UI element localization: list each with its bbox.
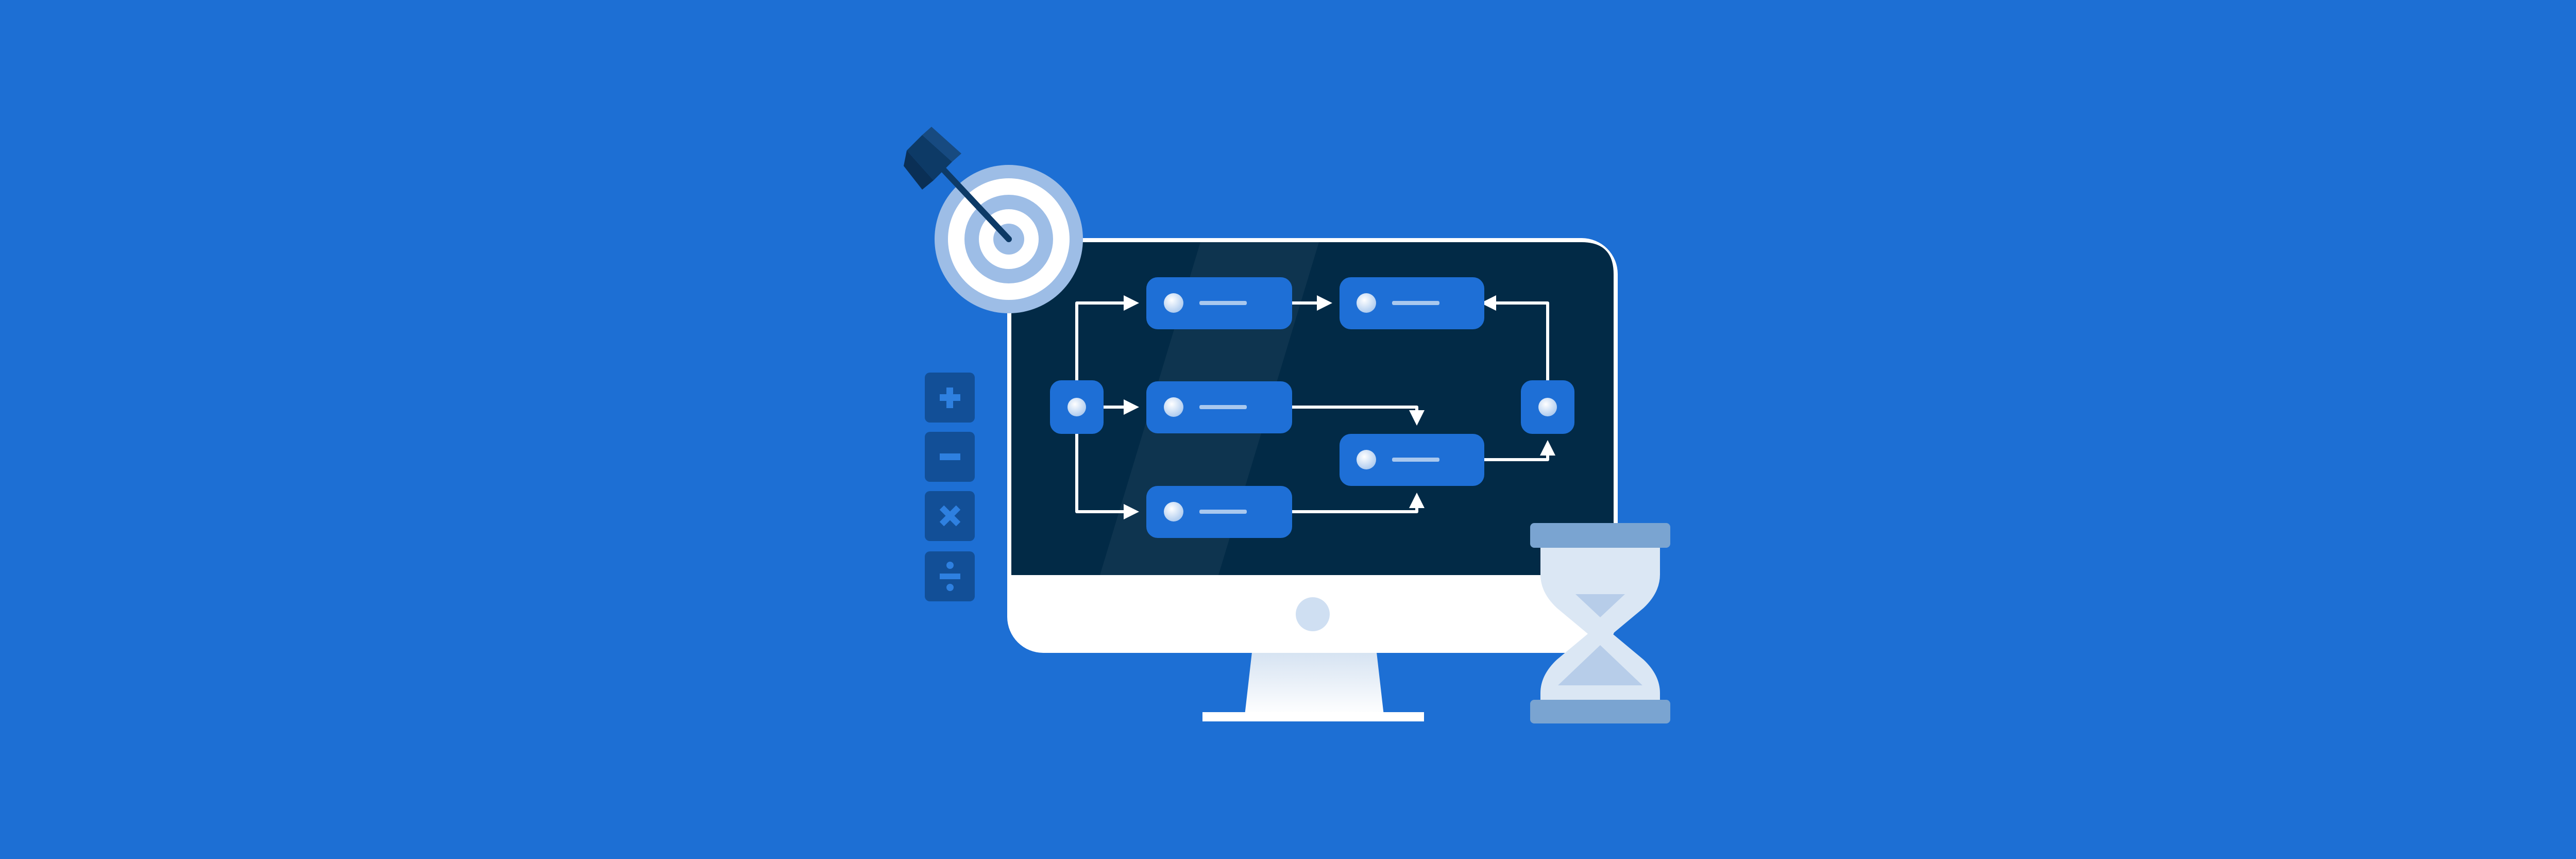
plus-icon: [925, 373, 975, 423]
monitor-button: [1296, 597, 1330, 631]
hourglass-icon: [1530, 523, 1670, 723]
monitor-stand: [1245, 652, 1384, 715]
math-operators: [925, 373, 975, 601]
flow-node-top-right: [1340, 277, 1484, 329]
flow-node-mid-left: [1146, 381, 1292, 433]
connector-return: [1481, 295, 1549, 381]
monitor-base: [1202, 712, 1424, 721]
multiply-icon: [925, 491, 975, 541]
minus-icon: [925, 432, 975, 482]
divide-icon: [925, 551, 975, 601]
flow-connectors: [1075, 295, 1555, 519]
flow-node-end: [1521, 380, 1574, 434]
flow-node-start: [1050, 380, 1104, 434]
connector-bottom: [1292, 493, 1425, 513]
flow-node-top-left: [1146, 277, 1292, 329]
connector-start-top: [1075, 295, 1139, 381]
flow-node-mid-right: [1340, 434, 1484, 486]
flow-node-bottom-left: [1146, 486, 1292, 538]
connector-start-bottom: [1075, 434, 1139, 519]
connector-right: [1484, 440, 1555, 461]
flow-nodes: [1050, 277, 1574, 538]
monitor: [1007, 238, 1618, 721]
connector-mid: [1292, 406, 1425, 426]
dart-arrow-icon: [904, 127, 1012, 242]
